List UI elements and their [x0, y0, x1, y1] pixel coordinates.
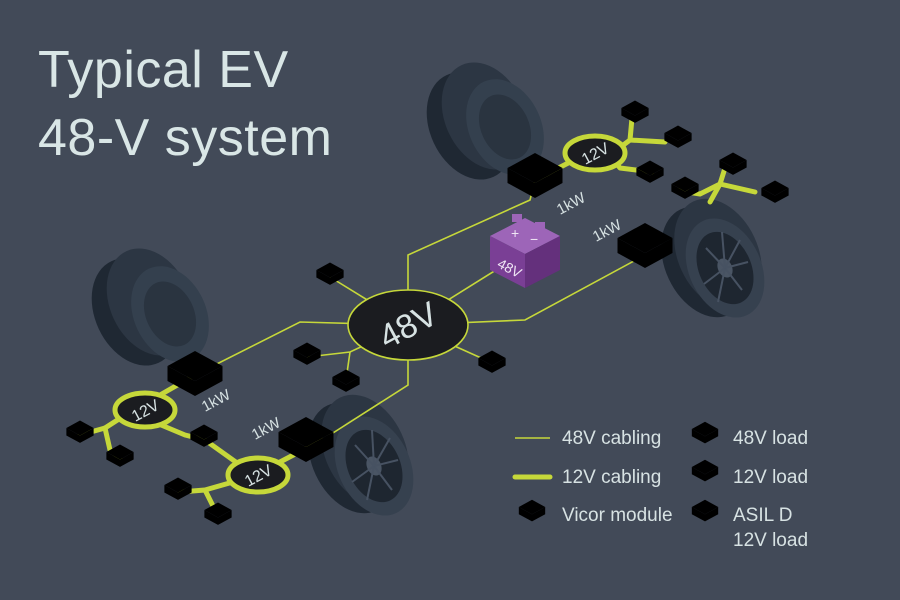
- legend-asil-d-label-line2: 12V load: [733, 530, 809, 551]
- legend-48v-load-swatch: [691, 421, 719, 444]
- legend-vicor-module-label: Vicor module: [562, 505, 673, 526]
- legend-asil-d-swatch: [691, 499, 719, 522]
- legend-48v-cabling-label: 48V cabling: [562, 428, 662, 449]
- title-line-2: 48-V system: [38, 109, 333, 167]
- hub-48v: 48V: [347, 289, 469, 361]
- load-12v-rr-3: [761, 180, 789, 203]
- module-label-rear-left: 1kW: [554, 189, 589, 218]
- converter-12v-front-left: 12V: [112, 390, 178, 430]
- battery-plus-sign: +: [511, 225, 519, 241]
- title-line-1: Typical EV: [38, 41, 289, 99]
- load-12v-rl-3: [636, 160, 664, 183]
- battery-48v: + − 48V: [490, 214, 560, 288]
- legend: [512, 421, 719, 522]
- load-48v-4: [478, 350, 506, 373]
- load-12v-fl-1: [66, 420, 94, 443]
- load-12v-rl-2: [664, 125, 692, 148]
- legend-asil-d-label-line1: ASIL D: [733, 505, 793, 526]
- legend-12v-load-swatch: [691, 459, 719, 482]
- load-12v-fr-2: [204, 502, 232, 525]
- converter-12v-front-right: 12V: [225, 455, 291, 495]
- legend-vicor-module-swatch: [518, 499, 546, 522]
- load-48v-1: [316, 262, 344, 285]
- converter-12v-rear: 12V: [562, 133, 628, 173]
- legend-48v-load-label: 48V load: [733, 428, 809, 449]
- legend-12v-cabling-label: 12V cabling: [562, 467, 662, 488]
- load-12v-rl-1: [621, 100, 649, 123]
- load-48v-3: [332, 369, 360, 392]
- wheel-front-right: [308, 394, 414, 516]
- battery-minus-sign: −: [530, 231, 538, 247]
- load-48v-2: [293, 342, 321, 365]
- wheel-rear-left: [426, 62, 544, 180]
- load-12v-fr-1: [164, 477, 192, 500]
- legend-12v-load-label: 12V load: [733, 467, 809, 488]
- wheel-front-left: [91, 248, 209, 366]
- wheel-rear-right: [661, 198, 765, 318]
